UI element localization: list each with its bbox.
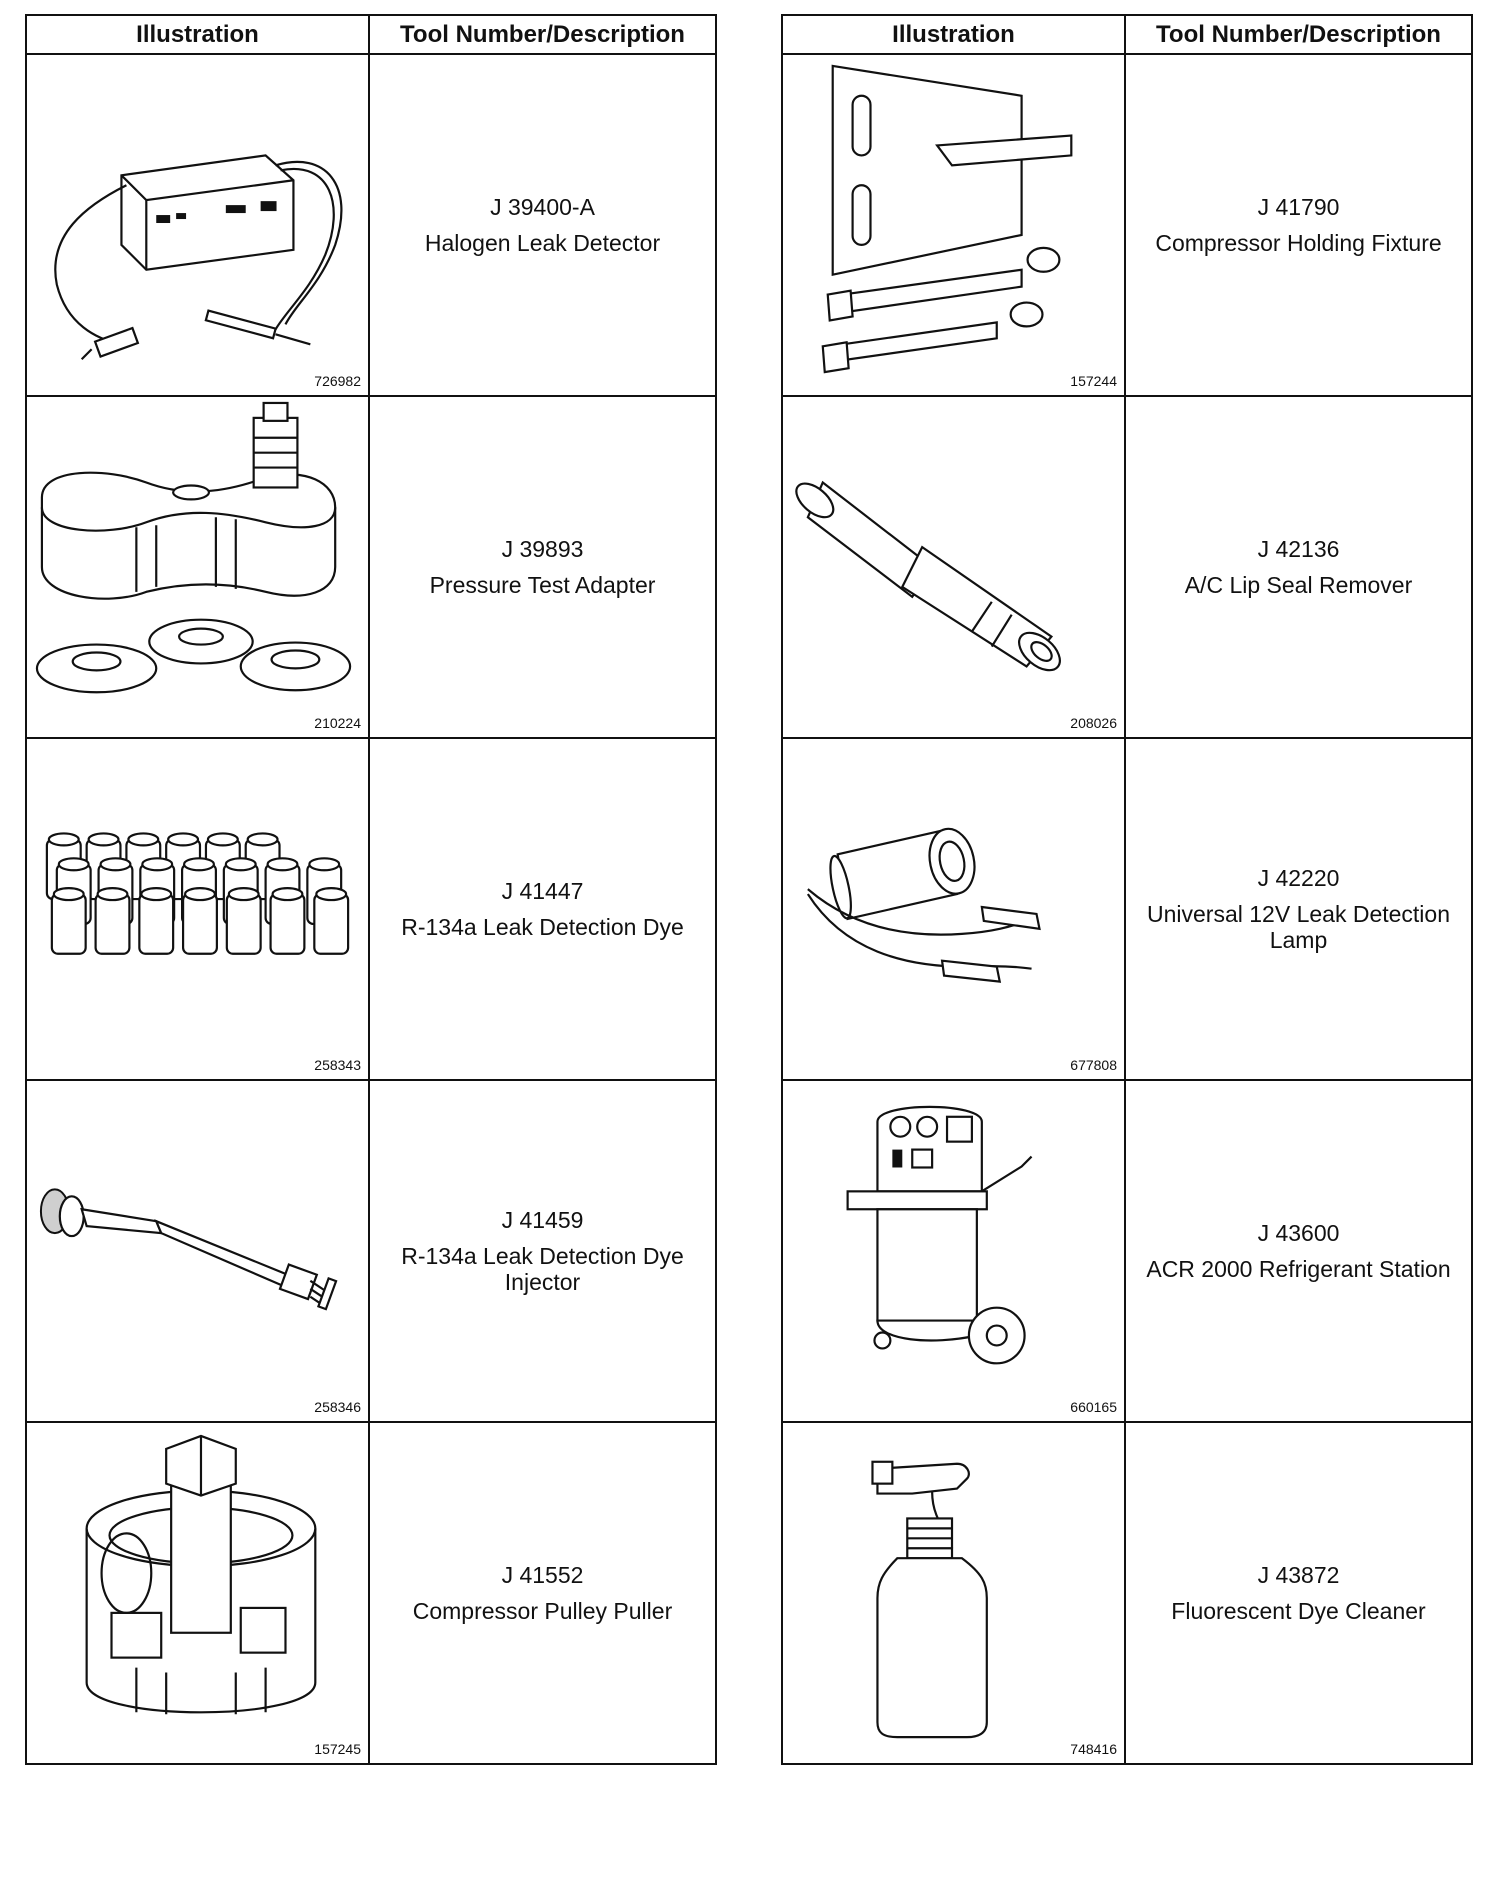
illustration-cell: 748416 <box>781 1421 1126 1765</box>
tool-number: J 39893 <box>501 536 584 562</box>
tool-number: J 43600 <box>1257 1220 1340 1246</box>
tool-number: J 41790 <box>1257 194 1340 220</box>
spray-bottle-icon <box>871 1460 988 1739</box>
tool-number: J 42220 <box>1257 865 1340 891</box>
halogen-leak-detector-icon <box>54 154 343 360</box>
column-header-tool: Tool Number/Description <box>368 14 717 55</box>
illustration-cell: 210224 <box>25 395 370 739</box>
tool-description: Compressor Pulley Puller <box>412 1598 673 1624</box>
figure-number: 726982 <box>314 373 361 389</box>
column-header-tool: Tool Number/Description <box>1124 14 1473 55</box>
tool-cell: J 41447 R-134a Leak Detection Dye <box>368 737 717 1081</box>
tool-number: J 41459 <box>501 1207 584 1233</box>
table-row: 157245 J 41552 Compressor Pulley Puller <box>25 1421 717 1765</box>
illustration-cell: 258346 <box>25 1079 370 1423</box>
tools-table-left: Illustration Tool Number/Description 726… <box>25 14 717 1765</box>
pressure-test-adapter-icon <box>35 401 352 694</box>
figure-number: 157244 <box>1070 373 1117 389</box>
tool-description: Halogen Leak Detector <box>424 230 661 256</box>
tool-description: Pressure Test Adapter <box>429 572 656 598</box>
illustration-cell: 157245 <box>25 1421 370 1765</box>
tool-description: ACR 2000 Refrigerant Station <box>1146 1256 1451 1282</box>
figure-number: 258343 <box>314 1057 361 1073</box>
illustration-cell: 726982 <box>25 53 370 397</box>
table-row: 748416 J 43872 Fluorescent Dye Cleaner <box>781 1421 1473 1765</box>
table-row: 258346 J 41459 R-134a Leak Detection Dye… <box>25 1079 717 1423</box>
table-row: 677808 J 42220 Universal 12V Leak Detect… <box>781 737 1473 1081</box>
illustration-cell: 660165 <box>781 1079 1126 1423</box>
column-header-illustration: Illustration <box>25 14 370 55</box>
dye-bottles-icon <box>45 832 350 955</box>
figure-number: 208026 <box>1070 715 1117 731</box>
table-header-row: Illustration Tool Number/Description <box>781 14 1473 55</box>
tool-cell: J 41790 Compressor Holding Fixture <box>1124 53 1473 397</box>
figure-number: 157245 <box>314 1741 361 1757</box>
illustration-cell: 677808 <box>781 737 1126 1081</box>
tool-description: A/C Lip Seal Remover <box>1184 572 1413 598</box>
table-header-row: Illustration Tool Number/Description <box>25 14 717 55</box>
refrigerant-station-icon <box>846 1105 1033 1365</box>
illustration-cell: 258343 <box>25 737 370 1081</box>
tool-description: Universal 12V Leak Detection Lamp <box>1147 901 1450 953</box>
table-row: 660165 J 43600 ACR 2000 Refrigerant Stat… <box>781 1079 1473 1423</box>
tool-cell: J 42220 Universal 12V Leak Detection Lam… <box>1124 737 1473 1081</box>
tool-cell: J 41552 Compressor Pulley Puller <box>368 1421 717 1765</box>
tool-cell: J 39400-A Halogen Leak Detector <box>368 53 717 397</box>
table-row: 208026 J 42136 A/C Lip Seal Remover <box>781 395 1473 739</box>
tool-description: Fluorescent Dye Cleaner <box>1171 1598 1426 1624</box>
holding-fixture-icon <box>821 64 1073 374</box>
table-row: 157244 J 41790 Compressor Holding Fixtur… <box>781 53 1473 397</box>
tool-number: J 39400-A <box>490 194 595 220</box>
tool-number: J 41552 <box>501 1562 584 1588</box>
tool-cell: J 39893 Pressure Test Adapter <box>368 395 717 739</box>
tool-description: Compressor Holding Fixture <box>1155 230 1442 256</box>
tool-number: J 43872 <box>1257 1562 1340 1588</box>
figure-number: 210224 <box>314 715 361 731</box>
tool-cell: J 43872 Fluorescent Dye Cleaner <box>1124 1421 1473 1765</box>
column-header-illustration: Illustration <box>781 14 1126 55</box>
illustration-cell: 157244 <box>781 53 1126 397</box>
table-row: 726982 J 39400-A Halogen Leak Detector <box>25 53 717 397</box>
tools-table-right: Illustration Tool Number/Description 157… <box>781 14 1473 1765</box>
tool-number: J 41447 <box>501 878 584 904</box>
tool-description: R-134a Leak Detection Dye Injector <box>401 1243 684 1295</box>
illustration-cell: 208026 <box>781 395 1126 739</box>
lip-seal-remover-icon <box>795 480 1061 672</box>
tool-cell: J 43600 ACR 2000 Refrigerant Station <box>1124 1079 1473 1423</box>
tool-cell: J 41459 R-134a Leak Detection Dye Inject… <box>368 1079 717 1423</box>
table-row: 210224 J 39893 Pressure Test Adapter <box>25 395 717 739</box>
figure-number: 748416 <box>1070 1741 1117 1757</box>
figure-number: 677808 <box>1070 1057 1117 1073</box>
leak-detection-lamp-icon <box>806 827 1041 983</box>
tool-number: J 42136 <box>1257 536 1340 562</box>
dye-injector-icon <box>39 1188 338 1311</box>
figure-number: 660165 <box>1070 1399 1117 1415</box>
table-row: 258343 J 41447 R-134a Leak Detection Dye <box>25 737 717 1081</box>
pulley-puller-icon <box>85 1434 317 1715</box>
tool-cell: J 42136 A/C Lip Seal Remover <box>1124 395 1473 739</box>
tool-description: R-134a Leak Detection Dye <box>401 914 684 940</box>
figure-number: 258346 <box>314 1399 361 1415</box>
